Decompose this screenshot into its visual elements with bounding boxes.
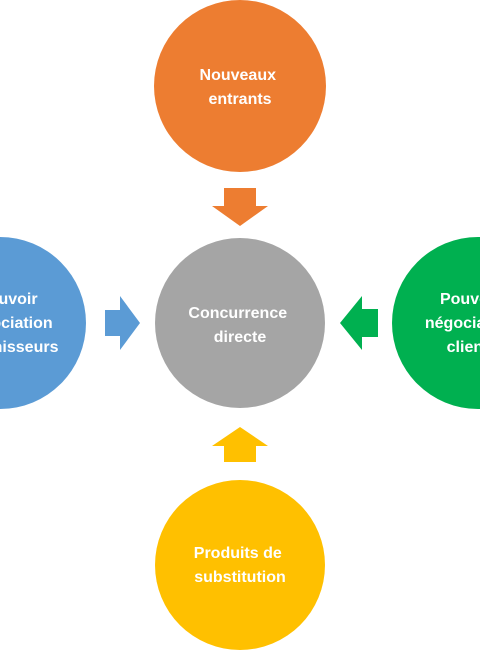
new-entrants-circle xyxy=(154,0,326,172)
svg-text:Nouveaux entrants: Nouveaux entrants xyxy=(200,67,281,108)
node-new-entrants: Nouveaux entrants xyxy=(154,0,326,172)
arrow-right-icon xyxy=(105,296,140,350)
arrow-up-icon xyxy=(212,427,268,462)
customer-power-label-line2: négociation xyxy=(425,315,480,332)
direct-competition-label-line2: directe xyxy=(214,329,267,346)
svg-text:Pouvoir négociation: Pouvoir négociation fournisseurs xyxy=(0,291,59,356)
svg-text:Produits de substitution: Produits de substitution xyxy=(194,545,286,586)
node-supplier-power: Pouvoir négociation fournisseurs xyxy=(0,237,86,409)
supplier-power-label-line1: Pouvoir xyxy=(0,291,38,308)
substitutes-label-line1: Produits de xyxy=(194,545,282,562)
new-entrants-label-line2: entrants xyxy=(208,91,271,108)
direct-competition-label-line1: Concurrence xyxy=(188,305,287,322)
customer-power-circle xyxy=(392,237,480,409)
customer-power-label-line3: clients xyxy=(447,339,480,356)
supplier-power-label-line3: fournisseurs xyxy=(0,339,59,356)
node-customer-power: Pouvoir négociation clients xyxy=(392,237,480,409)
direct-competition-circle xyxy=(155,238,325,408)
substitutes-circle xyxy=(155,480,325,650)
node-substitutes: Produits de substitution xyxy=(155,480,325,650)
svg-text:Concurrence directe: Concurrence directe xyxy=(188,305,291,346)
substitutes-label-line2: substitution xyxy=(194,569,286,586)
new-entrants-label-line1: Nouveaux xyxy=(200,67,277,84)
arrow-down-icon xyxy=(212,188,268,226)
svg-text:Pouvoir négociation: Pouvoir négociation clients xyxy=(425,291,480,356)
customer-power-label-line1: Pouvoir xyxy=(440,291,480,308)
node-direct-competition: Concurrence directe xyxy=(155,238,325,408)
supplier-power-label-line2: négociation xyxy=(0,315,53,332)
arrow-left-icon xyxy=(340,296,378,350)
supplier-power-circle xyxy=(0,237,86,409)
